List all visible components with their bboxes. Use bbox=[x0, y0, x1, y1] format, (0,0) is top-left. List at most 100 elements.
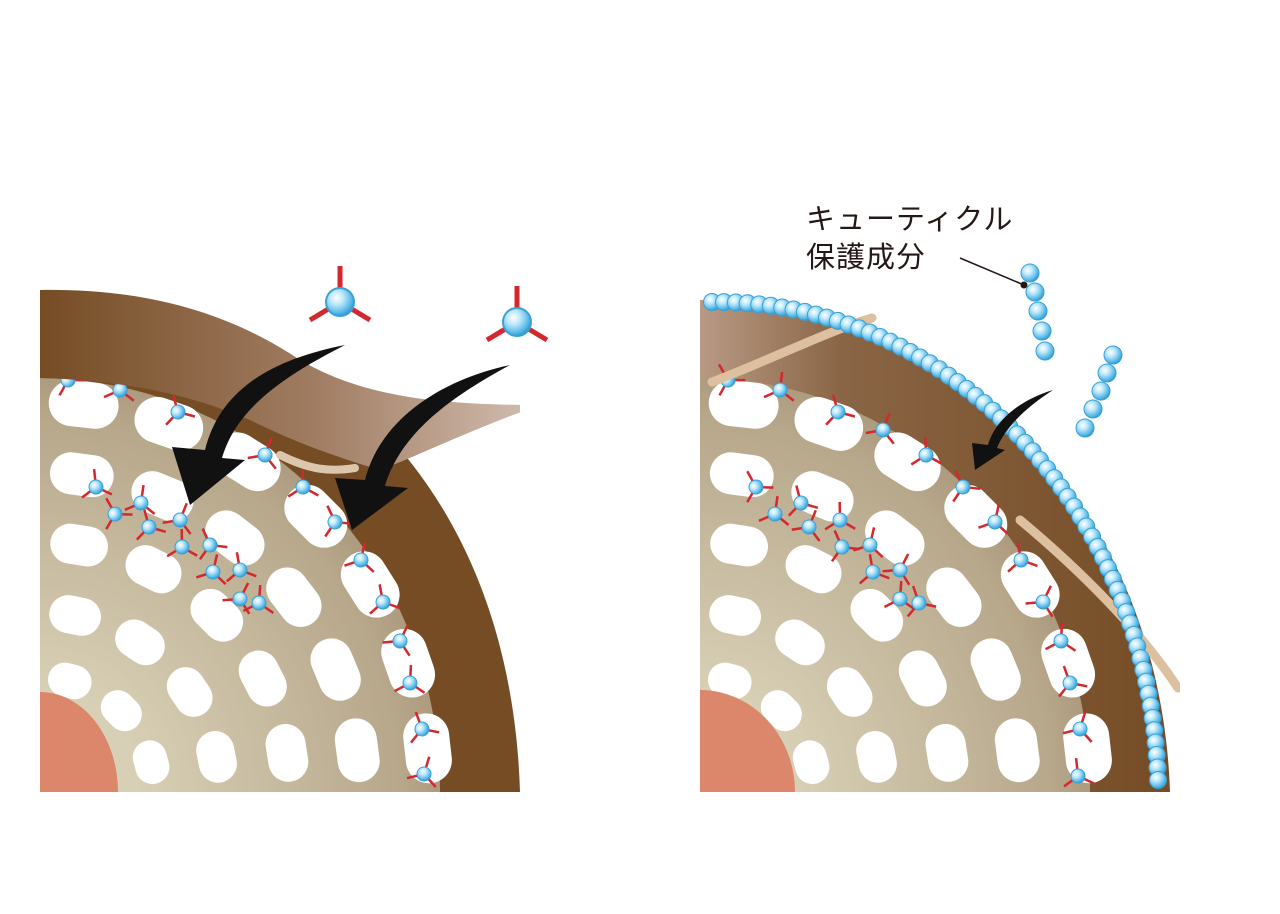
sphere bbox=[232, 562, 248, 578]
sphere bbox=[830, 404, 846, 420]
cortex-cell bbox=[785, 545, 842, 594]
cortex-cell bbox=[47, 662, 92, 700]
sphere bbox=[392, 633, 408, 649]
bond-molecule bbox=[825, 394, 856, 426]
bond-molecule bbox=[382, 624, 411, 657]
sphere bbox=[862, 537, 878, 553]
bond-molecule bbox=[1044, 622, 1077, 652]
sphere bbox=[1032, 321, 1052, 341]
cortex-cell bbox=[132, 740, 170, 785]
cortex-cell bbox=[266, 567, 322, 627]
bond-molecule bbox=[406, 756, 437, 788]
sphere bbox=[174, 539, 190, 555]
bond-molecule bbox=[791, 509, 821, 542]
bond-molecule bbox=[198, 528, 228, 561]
cortex-cell bbox=[710, 523, 768, 567]
bond-molecules bbox=[57, 363, 440, 788]
sphere bbox=[416, 766, 432, 782]
sphere bbox=[793, 495, 809, 511]
cortex-cell bbox=[334, 718, 380, 783]
sphere bbox=[1053, 633, 1069, 649]
arrow-small bbox=[972, 390, 1053, 470]
bond-molecule bbox=[1007, 542, 1038, 573]
sphere bbox=[295, 479, 311, 495]
cortex-cell bbox=[310, 638, 361, 701]
cortex-cell bbox=[709, 595, 761, 636]
panel-after bbox=[700, 293, 1180, 792]
bond-molecule bbox=[758, 496, 790, 526]
sphere bbox=[834, 539, 850, 555]
cortex-cell bbox=[898, 650, 947, 707]
sphere bbox=[832, 512, 848, 528]
bond-molecule bbox=[81, 468, 113, 499]
sphere bbox=[767, 506, 783, 522]
bond-molecule bbox=[1063, 757, 1095, 788]
bond-molecule bbox=[166, 528, 198, 558]
bond-molecule bbox=[162, 502, 192, 535]
cortex-cell bbox=[994, 718, 1040, 783]
sphere bbox=[1149, 771, 1167, 789]
sphere bbox=[892, 591, 908, 607]
label-leader-dot bbox=[1020, 281, 1028, 289]
sphere bbox=[1062, 675, 1078, 691]
bond-molecule bbox=[824, 501, 856, 531]
cortex-cell bbox=[196, 731, 237, 783]
sphere bbox=[202, 537, 218, 553]
bond-molecule bbox=[324, 505, 353, 538]
cortex-cell bbox=[205, 510, 265, 566]
sphere bbox=[107, 506, 123, 522]
sphere bbox=[1103, 345, 1123, 365]
sphere bbox=[1028, 301, 1048, 321]
cortex-cell bbox=[100, 690, 142, 732]
bond-molecule bbox=[952, 470, 981, 503]
sphere bbox=[1097, 363, 1117, 383]
sphere bbox=[1013, 552, 1029, 568]
cortex-cell bbox=[707, 662, 752, 700]
sphere bbox=[402, 675, 418, 691]
sphere bbox=[232, 591, 248, 607]
bond-molecule bbox=[308, 266, 372, 323]
label-line-1: キューティクル bbox=[806, 202, 1014, 236]
bond-molecule bbox=[287, 468, 319, 498]
bond-molecule bbox=[763, 371, 795, 402]
cortex-cell bbox=[284, 484, 348, 548]
bond-molecule bbox=[242, 584, 275, 615]
cortex-cell bbox=[926, 567, 982, 627]
sphere bbox=[1035, 341, 1055, 361]
sphere bbox=[375, 594, 391, 610]
bond-molecule bbox=[393, 664, 426, 694]
sphere bbox=[911, 595, 927, 611]
cortex-cell bbox=[49, 595, 101, 636]
cortex-cell bbox=[166, 667, 213, 717]
bond-molecule bbox=[165, 394, 196, 426]
cortex-cell bbox=[944, 484, 1008, 548]
bond-molecule bbox=[883, 580, 916, 611]
bond-molecule bbox=[124, 485, 156, 515]
cortex-cell bbox=[214, 432, 281, 492]
sphere bbox=[1083, 399, 1103, 419]
sphere bbox=[987, 514, 1003, 530]
cortex-cell bbox=[791, 471, 854, 522]
sphere bbox=[172, 512, 188, 528]
bond-molecule bbox=[858, 554, 890, 585]
bond-molecule bbox=[910, 436, 942, 466]
sphere bbox=[205, 564, 221, 580]
cortex-cell bbox=[125, 545, 182, 594]
cortex-cell bbox=[50, 523, 108, 567]
sphere bbox=[955, 479, 971, 495]
sphere bbox=[502, 307, 532, 337]
cortex-cells bbox=[47, 380, 452, 785]
sphere bbox=[88, 479, 104, 495]
cortex-cell bbox=[760, 690, 802, 732]
cortex-cell bbox=[775, 619, 825, 666]
bond-molecule bbox=[746, 470, 774, 503]
bond-molecule bbox=[135, 509, 167, 541]
sphere bbox=[1025, 282, 1045, 302]
free-molecules bbox=[308, 266, 549, 343]
cortex-cell bbox=[826, 667, 873, 717]
arrow-right bbox=[335, 365, 510, 530]
cortex-cell bbox=[850, 588, 904, 642]
cortex-cell bbox=[865, 510, 925, 566]
sphere bbox=[748, 479, 764, 495]
bond-molecule bbox=[247, 437, 277, 470]
